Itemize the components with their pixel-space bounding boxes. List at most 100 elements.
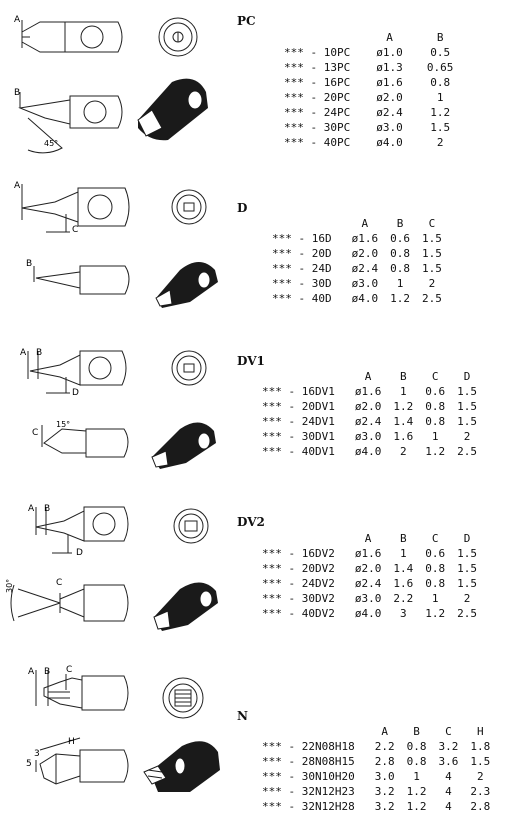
column-header	[262, 724, 369, 739]
table-header-row: A B C H	[262, 724, 496, 739]
column-header: A	[381, 725, 388, 738]
column-header: C	[431, 532, 439, 545]
dv2-tip-drawings: A B D 30° C	[5, 504, 218, 631]
column-header: D	[463, 370, 471, 383]
column-header: H	[476, 725, 484, 738]
model-cell: *** - 20PC	[284, 91, 351, 104]
value-cell: 0.65	[426, 61, 454, 74]
pc-label-angle: 45°	[44, 139, 58, 148]
dv2-label-a: A	[28, 504, 35, 514]
dv1-label-angle: 15°	[56, 420, 70, 429]
value-cell: ø3.0	[351, 277, 379, 290]
n-label-3: 3	[34, 749, 40, 759]
model-cell: *** - 24DV1	[262, 415, 335, 428]
value-cell: 2.5	[457, 607, 477, 620]
model-cell: *** - 32N12H28	[262, 800, 355, 813]
dv2-label-d: D	[76, 548, 83, 558]
value-cell: 3.0	[374, 770, 395, 783]
value-cell: 2.3	[470, 785, 491, 798]
column-header: C	[431, 370, 439, 383]
dv1-label-c: C	[32, 428, 38, 438]
value-cell: 1.5	[457, 577, 477, 590]
column-header	[262, 369, 349, 384]
value-cell: ø1.6	[354, 385, 382, 398]
table-header-row: A B	[284, 30, 465, 45]
dv1-front-view	[171, 350, 207, 386]
value-cell: 1.2	[425, 445, 446, 458]
value-cell: 1.2	[406, 785, 427, 798]
d-front-view	[171, 189, 207, 225]
n-label-h: H	[68, 737, 75, 747]
section-title: DV2	[237, 515, 265, 529]
section-title: N	[237, 709, 248, 723]
value-cell: ø2.0	[376, 91, 403, 104]
n-side-view	[35, 670, 129, 711]
model-cell: *** - 24D	[272, 262, 332, 275]
value-cell: ø2.4	[376, 106, 403, 119]
value-cell: 1.6	[393, 430, 414, 443]
column-header: B	[413, 725, 420, 738]
pc-bevel-view	[18, 92, 123, 154]
value-cell: 3.2	[374, 800, 395, 813]
value-cell: 1.6	[393, 577, 414, 590]
dv1-label-b: B	[36, 348, 42, 358]
value-cell: 2.8	[374, 755, 395, 768]
value-cell: ø1.6	[354, 547, 382, 560]
section-title: PC	[237, 14, 256, 28]
value-cell: 0.8	[390, 247, 410, 260]
d-side-view	[21, 184, 130, 233]
value-cell: 1.2	[425, 607, 446, 620]
model-cell: *** - 40DV2	[262, 607, 335, 620]
value-cell: 1.8	[470, 740, 491, 753]
dv2-top-view	[10, 584, 129, 622]
column-header: B	[399, 370, 407, 383]
model-cell: *** - 30DV1	[262, 430, 335, 443]
model-cell: *** - 30N10H20	[262, 770, 355, 783]
pc-label-b: B	[14, 88, 20, 98]
value-cell: 1.5	[430, 121, 451, 134]
n-bevel-view	[35, 737, 129, 785]
model-cell: *** - 22N08H18	[262, 740, 355, 753]
d-label-a: A	[14, 181, 21, 191]
model-cell: *** - 30D	[272, 277, 332, 290]
model-cell: *** - 40DV1	[262, 445, 335, 458]
value-cell: 1	[399, 547, 407, 560]
value-cell: 2.5	[421, 292, 442, 305]
value-cell: ø2.0	[354, 562, 382, 575]
section-n: A B C H 3 5 N	[0, 660, 527, 829]
value-cell: 0.6	[390, 232, 410, 245]
column-header: B	[399, 532, 407, 545]
value-cell: ø1.6	[351, 232, 379, 245]
value-cell: 0.8	[425, 415, 446, 428]
column-header	[284, 30, 364, 45]
dv1-side-view	[27, 350, 127, 394]
value-cell: 0.8	[425, 562, 446, 575]
value-cell: 0.8	[430, 76, 451, 89]
model-cell: *** - 20DV1	[262, 400, 335, 413]
value-cell: 2.2	[393, 592, 414, 605]
value-cell: 2	[436, 136, 444, 149]
pc-side-view	[21, 20, 123, 53]
n-label-b: B	[44, 667, 50, 677]
